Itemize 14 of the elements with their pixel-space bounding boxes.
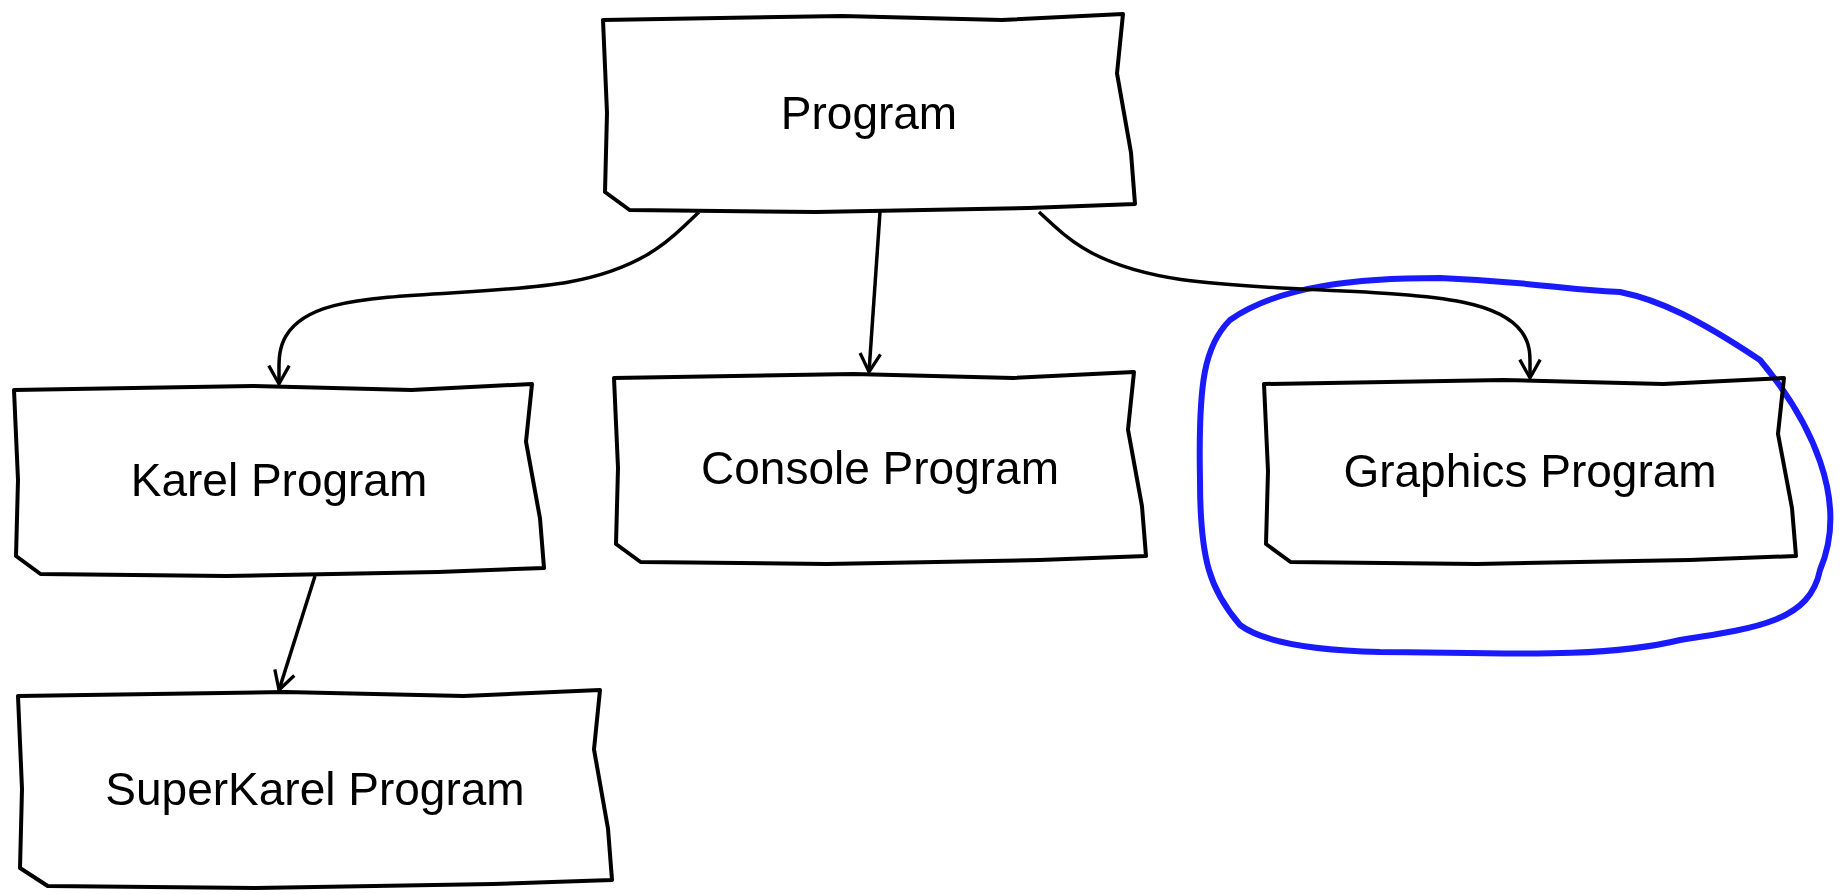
process-box xyxy=(1264,378,1796,564)
box-label: Console Program xyxy=(701,441,1059,495)
box-label: SuperKarel Program xyxy=(105,762,525,816)
arrow xyxy=(858,211,883,374)
arrow xyxy=(1037,210,1542,380)
process-box xyxy=(18,690,612,888)
box-label: Karel Program xyxy=(130,453,428,507)
process-box xyxy=(603,14,1135,212)
process-box xyxy=(14,384,544,576)
arrow xyxy=(267,210,701,386)
box-label: Program xyxy=(780,86,958,140)
arrow xyxy=(273,575,317,692)
process-box xyxy=(614,372,1146,564)
box-label: Graphics Program xyxy=(1343,444,1717,498)
